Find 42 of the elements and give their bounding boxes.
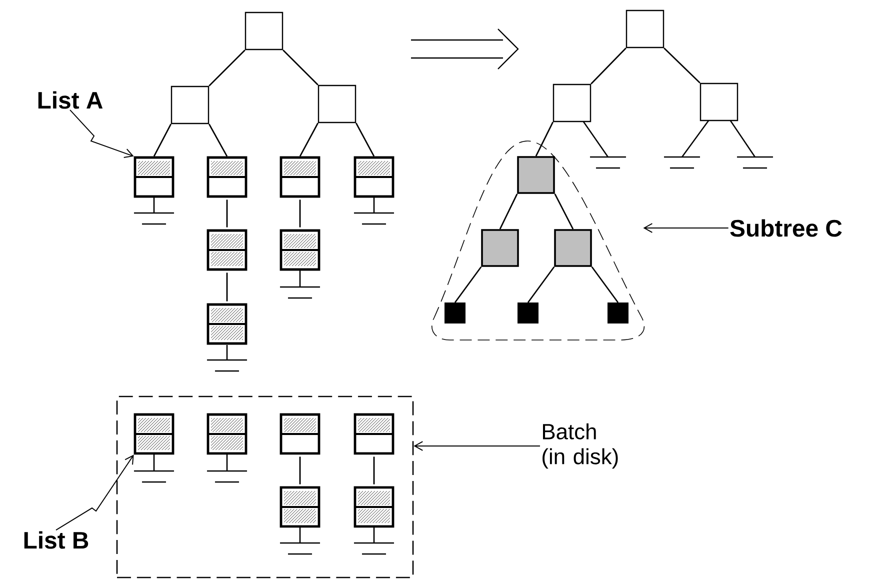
leader-arrow <box>414 441 540 451</box>
label-text: List A <box>38 91 103 109</box>
tree-edge <box>299 456 301 484</box>
tree-edge <box>299 122 319 157</box>
tree-node-box <box>626 10 664 48</box>
tree-node-box <box>517 156 555 194</box>
tree-edge <box>208 50 246 86</box>
tree-edge <box>590 48 626 84</box>
tree-node-box <box>170 86 210 124</box>
tree-edge <box>226 200 228 228</box>
tree-edge <box>499 194 518 230</box>
leader-arrow <box>70 109 134 158</box>
tree-node-box <box>244 12 284 50</box>
tree-node-box <box>700 82 738 122</box>
tree-edge <box>554 194 574 230</box>
leader-arrow <box>56 454 134 531</box>
tree-edge <box>535 122 554 156</box>
tree-node-box <box>554 229 592 267</box>
tree-edge <box>299 200 301 228</box>
tree-edge <box>591 266 619 303</box>
tree-edge <box>153 124 172 157</box>
list-block <box>134 156 174 198</box>
dashed-outline <box>431 140 645 340</box>
tree-edge <box>373 456 375 484</box>
tree-edge <box>527 266 555 303</box>
tree-edge <box>664 48 700 84</box>
label-text: List B <box>24 531 88 549</box>
leader-arrow <box>643 223 729 233</box>
tree-edge <box>282 50 318 86</box>
leaf-box <box>518 302 538 324</box>
tree-node-box <box>318 84 356 124</box>
dashed-frame <box>116 396 414 578</box>
tree-edge <box>454 266 482 303</box>
label-text: Subtree C <box>730 219 842 237</box>
tree-edge <box>226 272 228 302</box>
tree-edge <box>208 124 228 157</box>
label-text: Batch (in disk) <box>542 423 618 469</box>
leaf-box <box>608 302 628 324</box>
tree-node-box <box>481 229 519 267</box>
tree-edge <box>356 122 375 157</box>
leaf-box <box>444 302 466 324</box>
tree-node-box <box>552 84 592 122</box>
